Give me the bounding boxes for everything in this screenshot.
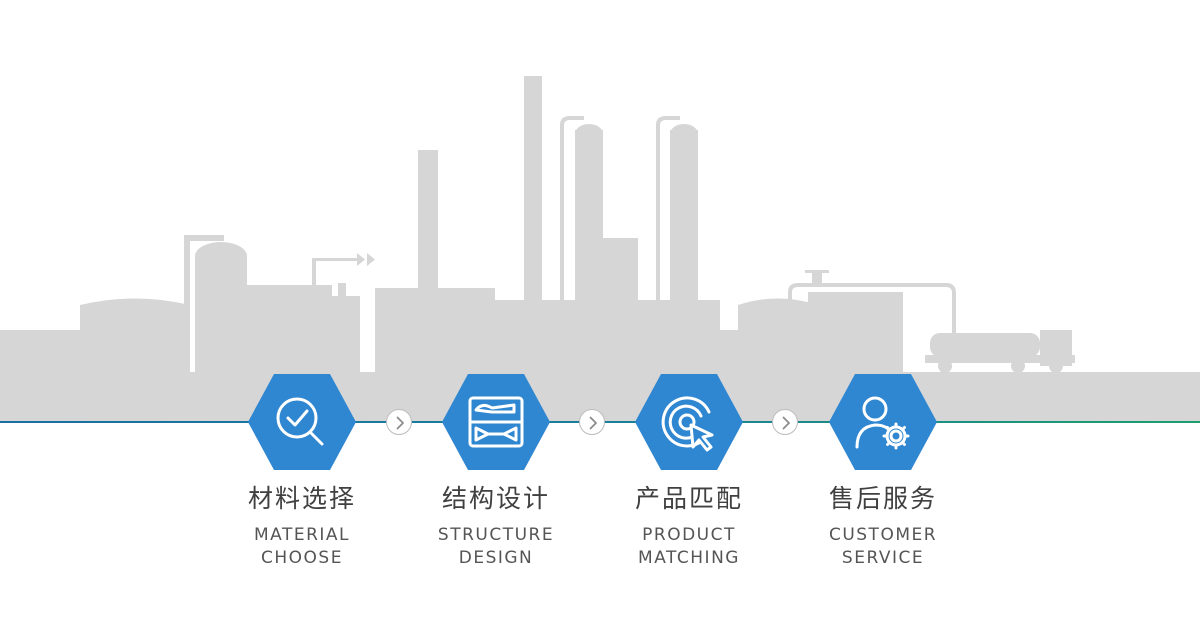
step-title-en-line2: MATCHING <box>638 548 740 568</box>
step-title-cn: 结构设计 <box>441 484 550 513</box>
chevron-right-icon <box>589 416 597 430</box>
step-title-en: CUSTOMER SERVICE <box>808 524 958 570</box>
step-connector-2 <box>579 409 605 435</box>
user-gear-icon <box>855 396 910 450</box>
step-title-en-line1: MATERIAL <box>253 525 351 545</box>
chevron-right-icon <box>782 416 790 430</box>
step-title-en-line1: PRODUCT <box>642 525 736 545</box>
step-structure-design[interactable]: 结构设计 STRUCTURE DESIGN <box>421 372 571 570</box>
step-title-en-line2: DESIGN <box>458 548 534 568</box>
step-product-matching[interactable]: 产品匹配 PRODUCT MATCHING <box>614 372 764 570</box>
factory-skyline <box>0 76 1200 422</box>
step-hexagon <box>246 372 358 472</box>
step-title-en-line2: CHOOSE <box>261 548 343 568</box>
step-material-choose[interactable]: 材料选择 MATERIAL CHOOSE <box>227 372 377 570</box>
step-hexagon <box>827 372 939 472</box>
step-title-en: MATERIAL CHOOSE <box>227 524 377 570</box>
step-hexagon <box>633 372 745 472</box>
step-title-cn: 售后服务 <box>828 484 937 513</box>
structure-blueprint-icon <box>468 396 524 448</box>
step-customer-service[interactable]: 售后服务 CUSTOMER SERVICE <box>808 372 958 570</box>
step-title-cn: 产品匹配 <box>634 484 743 513</box>
step-connector-3 <box>772 409 798 435</box>
step-title-cn: 材料选择 <box>247 484 356 513</box>
step-title-en-line1: STRUCTURE <box>437 525 555 545</box>
step-title-en-line1: CUSTOMER <box>828 525 938 545</box>
step-title-en: STRUCTURE DESIGN <box>421 524 571 570</box>
step-hexagon <box>440 372 552 472</box>
step-title-en-line2: SERVICE <box>841 548 925 568</box>
target-cursor-icon <box>661 396 714 452</box>
chevron-right-icon <box>396 416 404 430</box>
step-connector-1 <box>386 409 412 435</box>
step-title-en: PRODUCT MATCHING <box>614 524 764 570</box>
magnifier-check-icon <box>276 397 324 446</box>
